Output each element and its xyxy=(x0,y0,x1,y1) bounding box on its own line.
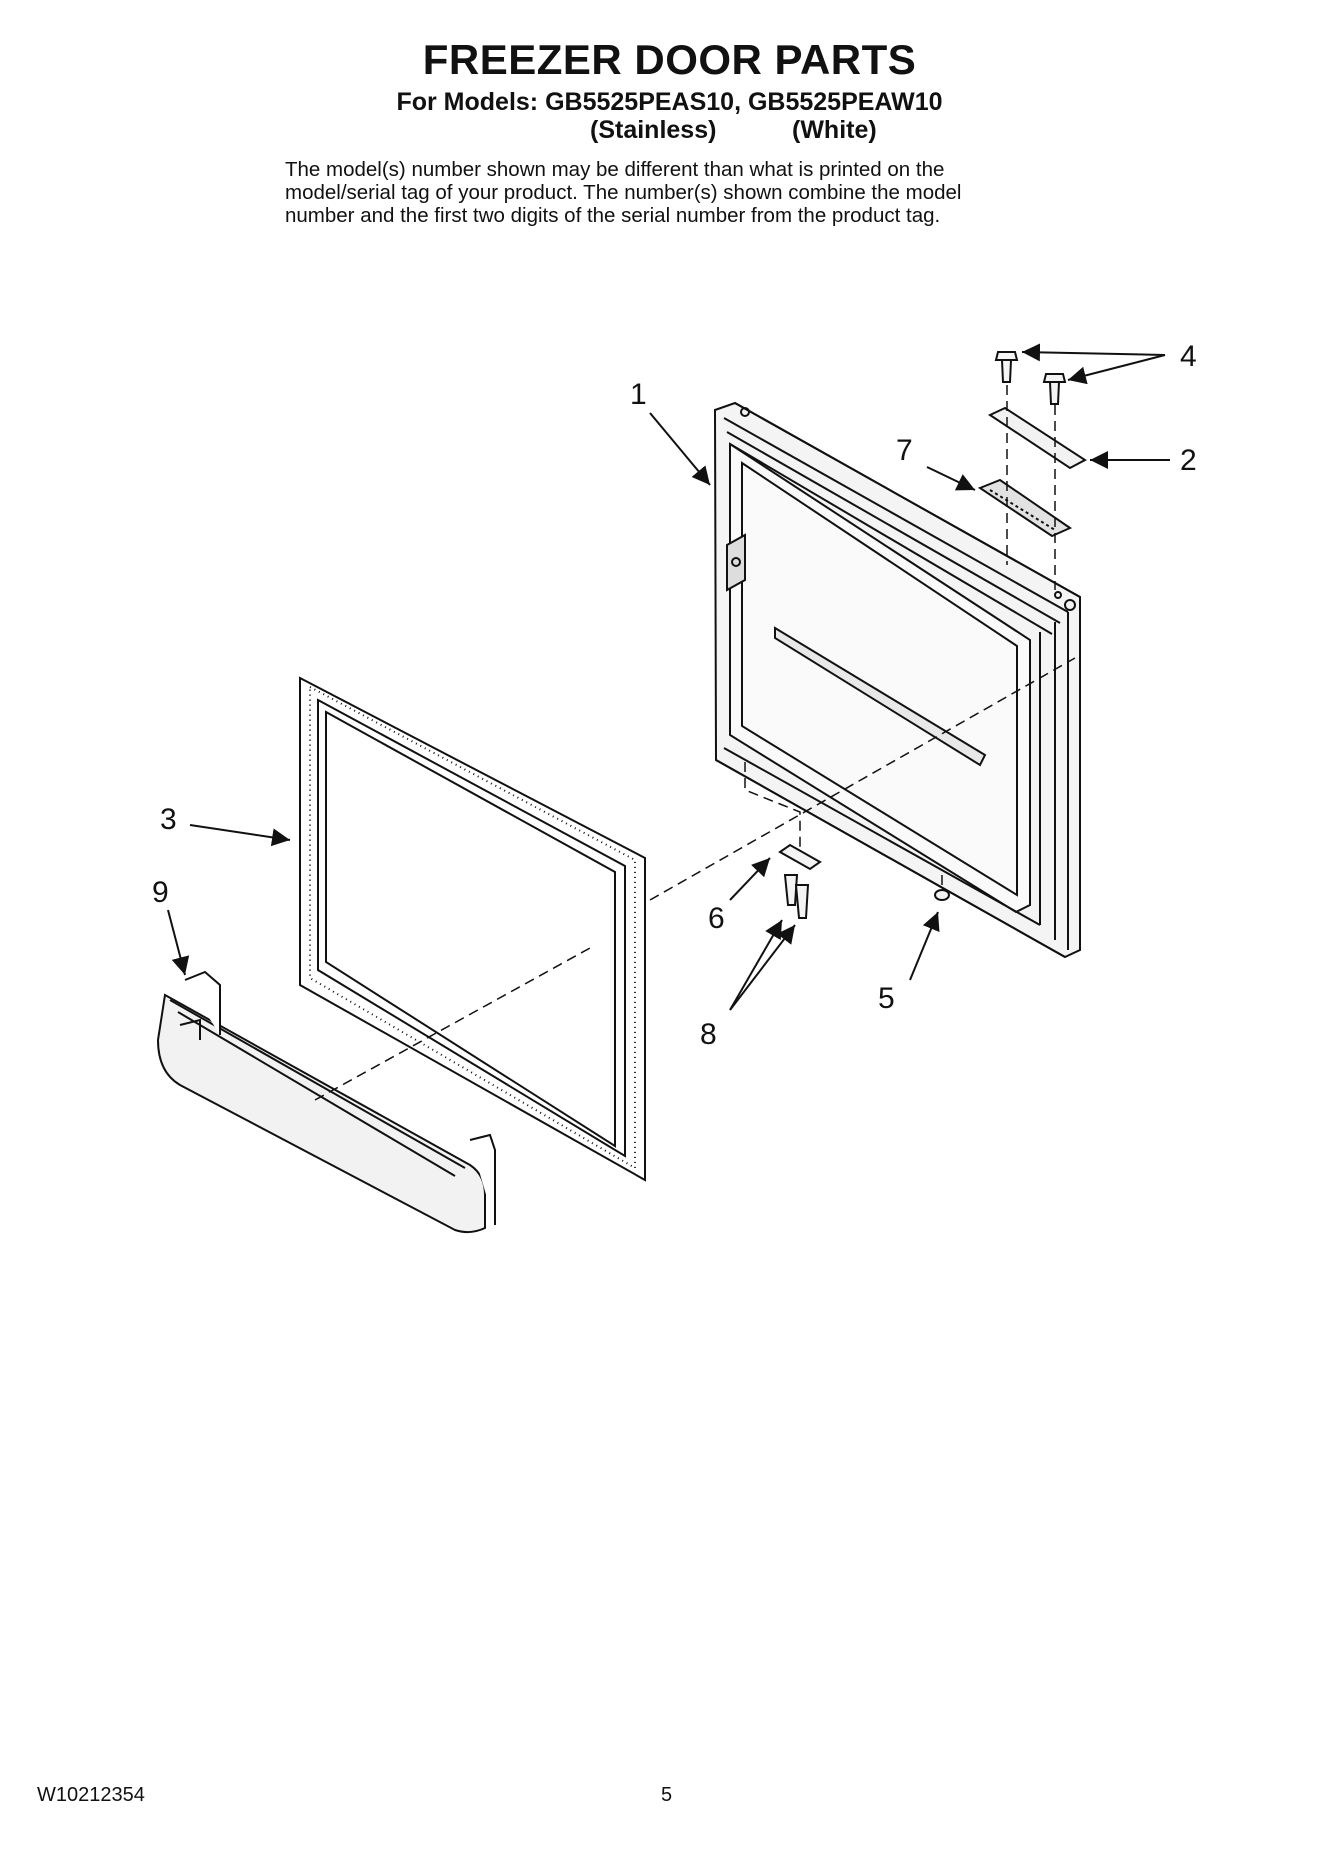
callout-5: 5 xyxy=(878,982,895,1015)
page-number: 5 xyxy=(661,1784,673,1806)
variant-stainless: (Stainless) xyxy=(590,116,717,144)
callout-6: 6 xyxy=(708,902,725,935)
note-line: model/serial tag of your product. The nu… xyxy=(285,181,962,204)
hinge-screws xyxy=(994,351,1067,405)
hinge-parts xyxy=(977,406,1087,538)
callout-9: 9 xyxy=(152,876,169,909)
variant-white: (White) xyxy=(792,116,877,144)
door-shelf xyxy=(156,970,496,1234)
small-parts xyxy=(778,843,950,919)
callout-2: 2 xyxy=(1180,444,1197,477)
callout-leaders xyxy=(167,343,1170,1011)
alignment-lines xyxy=(314,385,1076,1101)
note-line: The model(s) number shown may be differe… xyxy=(285,158,945,181)
callout-7: 7 xyxy=(896,434,913,467)
callout-4: 4 xyxy=(1180,340,1197,373)
freezer-door xyxy=(713,401,1081,959)
model-numbers: For Models: GB5525PEAS10, GB5525PEAW10 xyxy=(396,88,943,116)
callout-3: 3 xyxy=(160,803,177,836)
model-note: The model(s) number shown may be differe… xyxy=(285,158,1085,227)
callout-8: 8 xyxy=(700,1018,717,1051)
door-gasket xyxy=(299,676,646,1182)
document-id: W10212354 xyxy=(37,1784,145,1806)
callout-1: 1 xyxy=(630,378,647,411)
page-title: FREEZER DOOR PARTS xyxy=(422,36,917,83)
note-line: number and the first two digits of the s… xyxy=(285,204,941,227)
